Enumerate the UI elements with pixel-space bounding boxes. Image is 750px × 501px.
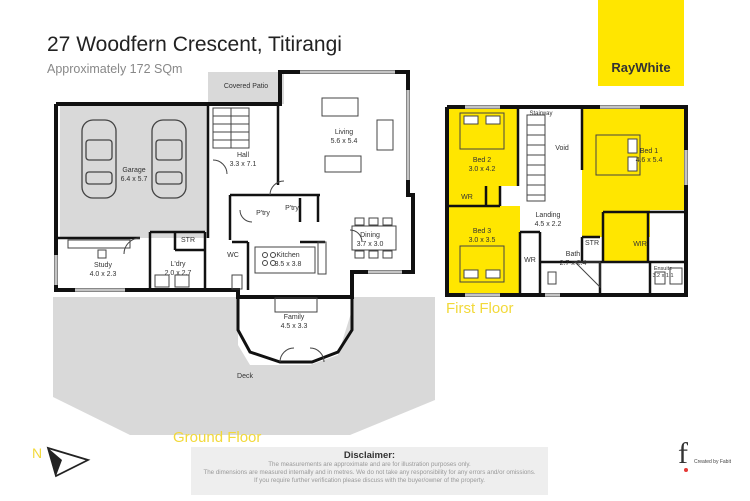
logo-text: RayWhite xyxy=(611,60,671,75)
room-size: 4.5 x 3.3 xyxy=(281,323,308,330)
room-name: Kitchen xyxy=(276,252,299,259)
room-name: Landing xyxy=(536,212,561,219)
room-size: 2.0 x 2.7 xyxy=(165,270,192,277)
room-name: Ensuite xyxy=(654,266,672,272)
disclaimer-line: If you require further verification plea… xyxy=(253,477,485,484)
desk-icon xyxy=(67,239,131,259)
covered-patio-area xyxy=(208,72,284,104)
garage-area xyxy=(60,106,208,238)
room-name: Hall xyxy=(237,152,250,159)
compass-icon: N xyxy=(32,445,91,478)
room-name: WR xyxy=(461,194,473,201)
room-size: 5.6 x 5.4 xyxy=(331,138,358,145)
room-name: Covered Patio xyxy=(224,83,268,90)
room-name: Void xyxy=(555,145,569,152)
room-size: 6.4 x 5.7 xyxy=(121,176,148,183)
car-icon xyxy=(81,119,117,199)
room-name: P'try xyxy=(256,210,270,217)
room-size: 4.6 x 5.4 xyxy=(636,157,663,164)
room-name: P'try xyxy=(285,205,299,212)
ground-exterior-wall xyxy=(54,70,415,299)
room-size: 2.7 x 2.4 xyxy=(560,260,587,267)
room-size: 4.0 x 2.3 xyxy=(90,271,117,278)
ground-floor xyxy=(53,70,435,435)
room-name: Stairway xyxy=(529,111,552,117)
car-icon xyxy=(151,119,187,199)
bed-icon xyxy=(459,112,505,150)
bed-icon xyxy=(595,134,641,176)
ground-stairs xyxy=(212,107,250,149)
room-name: STR xyxy=(181,237,195,244)
disclaimer-box: Disclaimer: The measurements are approxi… xyxy=(191,447,548,495)
room-size: 3.7 x 3.0 xyxy=(357,241,384,248)
svg-text:N: N xyxy=(32,445,42,461)
room-name: Bath xyxy=(566,251,581,258)
room-name: WC xyxy=(227,252,239,259)
room-name: Garage xyxy=(122,167,145,174)
room-name: Family xyxy=(284,314,305,321)
fabit-logo-icon: f xyxy=(678,437,688,470)
ground-floor-label: Ground Floor xyxy=(173,429,261,446)
room-name: WIR xyxy=(633,241,647,248)
room-name: Bed 3 xyxy=(473,228,491,235)
room-name: L'dry xyxy=(171,261,186,268)
wr-bed2-area xyxy=(447,186,486,206)
fabit-dot-icon xyxy=(684,468,688,472)
family-bay-wall xyxy=(236,297,354,364)
room-size: 3.0 x 4.2 xyxy=(469,166,496,173)
wir-area xyxy=(603,212,648,262)
room-name: Living xyxy=(335,129,353,136)
deck-area xyxy=(53,297,435,435)
room-size: 4.5 x 2.2 xyxy=(535,221,562,228)
disclaimer-title: Disclaimer: xyxy=(343,450,396,461)
first-floor-label: First Floor xyxy=(446,300,514,317)
raywhite-logo: RayWhite xyxy=(598,0,684,86)
room-size: 3.0 x 3.5 xyxy=(469,237,496,244)
page-title: 27 Woodfern Crescent, Titirangi xyxy=(47,33,342,56)
credit-text: Created by Fabit xyxy=(694,459,731,465)
first-stairs xyxy=(526,114,546,202)
room-name: Bed 1 xyxy=(640,148,658,155)
disclaimer-line: The dimensions are measured internally a… xyxy=(203,469,536,476)
room-size: 3.2 x 1.1 xyxy=(652,273,673,279)
sofa-icon xyxy=(321,97,394,173)
bed-icon xyxy=(459,245,505,283)
area-subtitle: Approximately 172 SQm xyxy=(47,62,183,76)
room-name: STR xyxy=(585,240,599,247)
fabit-credit: f Created by Fabit xyxy=(670,437,744,497)
first-floor xyxy=(445,105,688,297)
room-name: Dining xyxy=(360,232,380,239)
room-name: Study xyxy=(94,262,112,269)
disclaimer-line: The measurements are approximate and are… xyxy=(268,461,471,468)
room-size: 3.5 x 3.8 xyxy=(275,261,302,268)
room-name: WR xyxy=(524,257,536,264)
dining-table-icon xyxy=(351,217,397,259)
room-size: 3.3 x 7.1 xyxy=(230,161,257,168)
room-name: Deck xyxy=(237,373,253,380)
room-name: Bed 2 xyxy=(473,157,491,164)
